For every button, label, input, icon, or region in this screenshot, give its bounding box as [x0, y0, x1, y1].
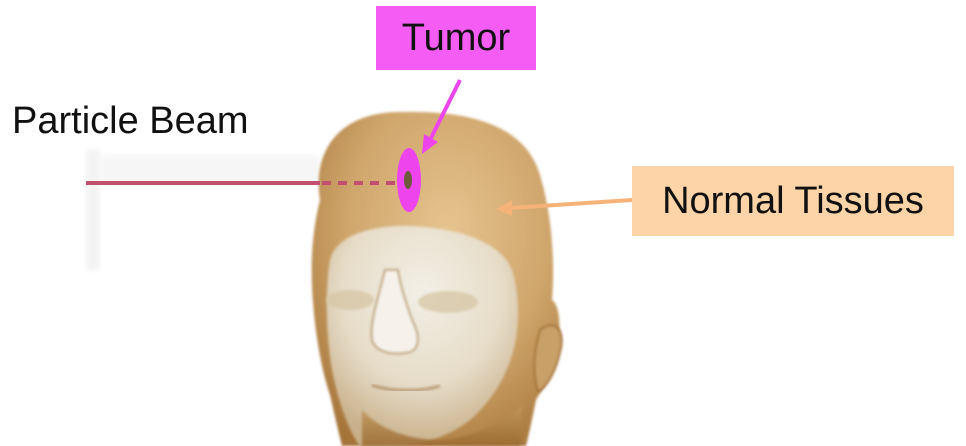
head	[312, 112, 562, 446]
left-eye-socket	[326, 290, 374, 310]
particle-beam-label: Particle Beam	[12, 102, 249, 140]
tumor-label: Tumor	[376, 6, 536, 70]
normal-tissues-label: Normal Tissues	[632, 166, 954, 236]
right-eye-socket	[418, 291, 478, 313]
tumor-core	[404, 171, 412, 189]
background-smudge	[86, 150, 100, 270]
ear	[534, 325, 561, 392]
background-smudge	[100, 155, 320, 185]
